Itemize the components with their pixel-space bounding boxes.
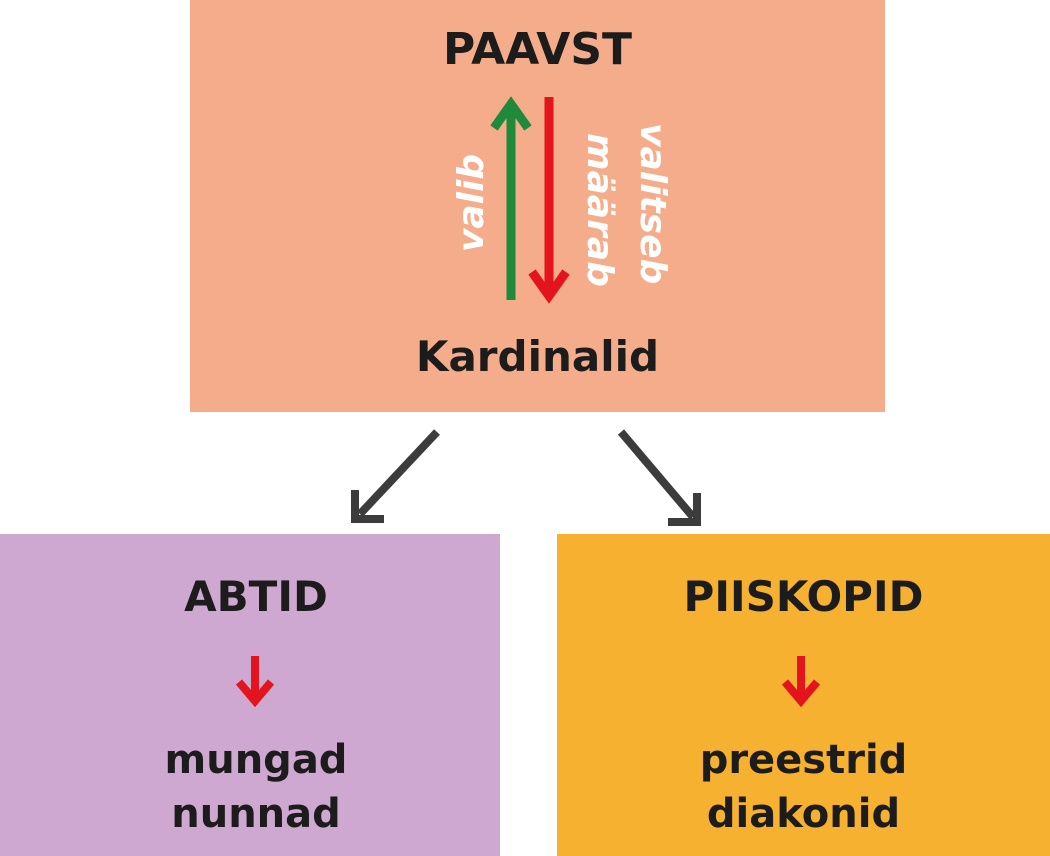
connector-arrow-right-icon — [617, 429, 701, 526]
right-box-title: PIISKOPID — [683, 572, 924, 621]
down-arrow-label-2: valitseb — [632, 123, 673, 285]
up-arrow-icon — [490, 96, 532, 300]
right-box-line-1: preestrid — [699, 737, 908, 783]
small-down-arrow-right-icon — [781, 656, 821, 708]
right-box-line-2: diakonid — [706, 791, 901, 837]
down-arrow-label-1: määrab — [579, 133, 620, 287]
top-box-title: PAAVST — [442, 24, 633, 75]
up-arrow-label: valib — [451, 153, 492, 253]
down-arrow-icon — [528, 97, 570, 304]
connector-arrow-left-icon — [351, 429, 440, 523]
left-box-line-2: nunnad — [171, 791, 341, 837]
left-box-line-1: mungad — [164, 737, 348, 783]
top-box-subtitle: Kardinalid — [415, 332, 660, 381]
top-box — [190, 0, 885, 412]
left-box-title: ABTID — [184, 572, 328, 621]
small-down-arrow-left-icon — [235, 656, 275, 708]
